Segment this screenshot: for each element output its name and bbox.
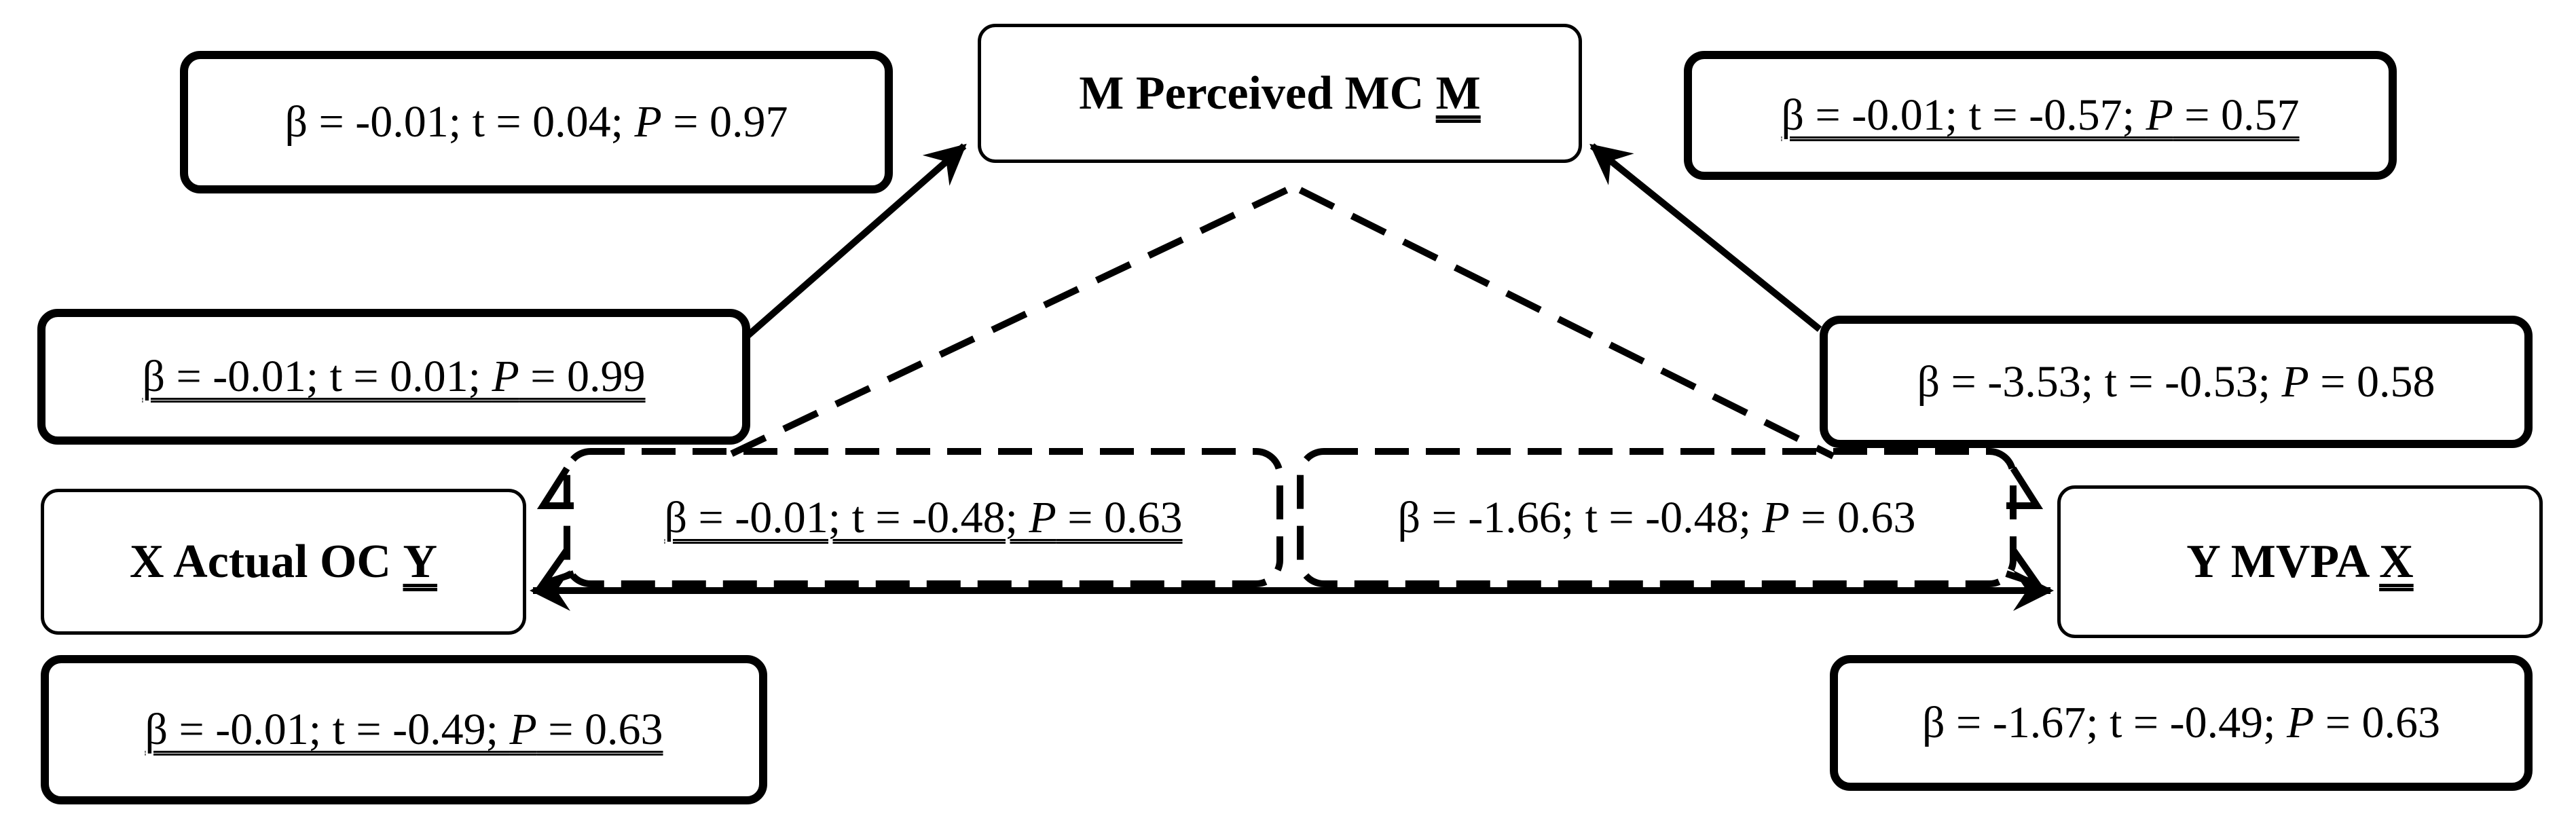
stat-center-right: β = -1.66; t = -0.48; P = 0.63 — [1307, 458, 2006, 577]
stat-top-right-p: P — [2146, 90, 2173, 140]
stat-bottom-left: β = -0.01; t = -0.49; P = 0.63 — [41, 655, 767, 804]
stat-center-left-beta: β = -0.01; t = -0.48; — [664, 492, 1029, 542]
stat-mid-right-p: P — [2281, 356, 2309, 407]
stat-bottom-left-pvalue: = 0.63 — [536, 705, 663, 754]
mediator-node: M Perceived MC M — [978, 24, 1582, 163]
x-label: X Actual OC — [129, 535, 403, 588]
stat-top-left: β = -0.01; t = 0.04; P = 0.97 — [180, 51, 893, 193]
stat-top-left-p: P — [634, 97, 662, 147]
stat-center-left-text: β = -0.01; t = -0.48; P = 0.63 — [664, 492, 1182, 544]
stat-bottom-right-text: β = -1.67; t = -0.49; P = 0.63 — [1922, 697, 2440, 749]
stat-bottom-left-text: β = -0.01; t = -0.49; P = 0.63 — [145, 704, 663, 756]
stat-center-right-beta: β = -1.66; t = -0.48; — [1397, 492, 1763, 542]
dashed-box-center-left — [564, 448, 1283, 587]
y-label-suffix: X — [2379, 535, 2414, 588]
indirect-path-m-to-y — [1298, 187, 1835, 460]
stat-mid-left-beta: β = -0.01; t = 0.01; — [142, 352, 492, 401]
stat-bottom-right-p: P — [2286, 698, 2315, 747]
stat-bottom-right: β = -1.67; t = -0.49; P = 0.63 — [1830, 655, 2533, 791]
y-label: Y MVPA — [2186, 535, 2380, 588]
stat-top-left-text: β = -0.01; t = 0.04; P = 0.97 — [284, 96, 788, 148]
stat-bottom-right-beta: β = -1.67; t = -0.49; — [1921, 698, 2287, 747]
mediator-label: M Perceived MC — [1079, 67, 1436, 119]
path-x-to-m — [741, 143, 967, 342]
stat-top-right: β = -0.01; t = -0.57; P = 0.57 — [1684, 51, 2397, 180]
stat-center-right-pvalue: = 0.63 — [1789, 492, 1916, 542]
stat-mid-right-beta: β = -3.53; t = -0.53; — [1917, 356, 2282, 407]
stat-center-right-p: P — [1762, 492, 1790, 542]
stat-bottom-right-pvalue: = 0.63 — [2314, 698, 2441, 747]
stat-mid-left-pvalue: = 0.99 — [519, 352, 646, 401]
stat-top-left-beta: β = -0.01; t = 0.04; — [284, 97, 635, 147]
mediator-label-suffix: M — [1435, 67, 1481, 119]
x-node: X Actual OC Y — [41, 489, 526, 635]
stat-bottom-left-p: P — [509, 705, 537, 754]
stat-top-right-beta: β = -0.01; t = -0.57; — [1781, 90, 2146, 140]
stat-top-right-text: β = -0.01; t = -0.57; P = 0.57 — [1781, 90, 2299, 141]
stat-bottom-left-beta: β = -0.01; t = -0.49; — [145, 705, 510, 754]
stat-center-left-pvalue: = 0.63 — [1056, 492, 1183, 542]
stat-mid-right-text: β = -3.53; t = -0.53; P = 0.58 — [1917, 356, 2435, 408]
dashed-arrowhead-right-lower — [2005, 548, 2046, 591]
indirect-path-m-to-x — [724, 187, 1289, 460]
dashed-arrowhead-left-lower — [534, 548, 575, 591]
stat-mid-left: β = -0.01; t = 0.01; P = 0.99 — [37, 309, 750, 445]
stat-top-left-pvalue: = 0.97 — [661, 97, 788, 147]
x-label-suffix: Y — [403, 535, 438, 588]
path-y-to-m — [1589, 143, 1822, 332]
stat-mid-left-p: P — [492, 352, 519, 401]
stat-top-right-pvalue: = 0.57 — [2173, 90, 2300, 140]
stat-mid-left-text: β = -0.01; t = 0.01; P = 0.99 — [142, 351, 645, 403]
stat-center-right-text: β = -1.66; t = -0.48; P = 0.63 — [1397, 492, 1915, 544]
y-node: Y MVPA X — [2057, 485, 2543, 638]
stat-mid-right-pvalue: = 0.58 — [2308, 356, 2435, 407]
dashed-box-center-right — [1297, 448, 2017, 587]
stat-mid-right: β = -3.53; t = -0.53; P = 0.58 — [1820, 316, 2533, 448]
dashed-arrowhead-right — [2006, 466, 2044, 509]
stat-center-left-p: P — [1029, 492, 1056, 542]
dashed-arrowhead-left — [536, 466, 574, 509]
stat-center-left: β = -0.01; t = -0.48; P = 0.63 — [574, 458, 1273, 577]
